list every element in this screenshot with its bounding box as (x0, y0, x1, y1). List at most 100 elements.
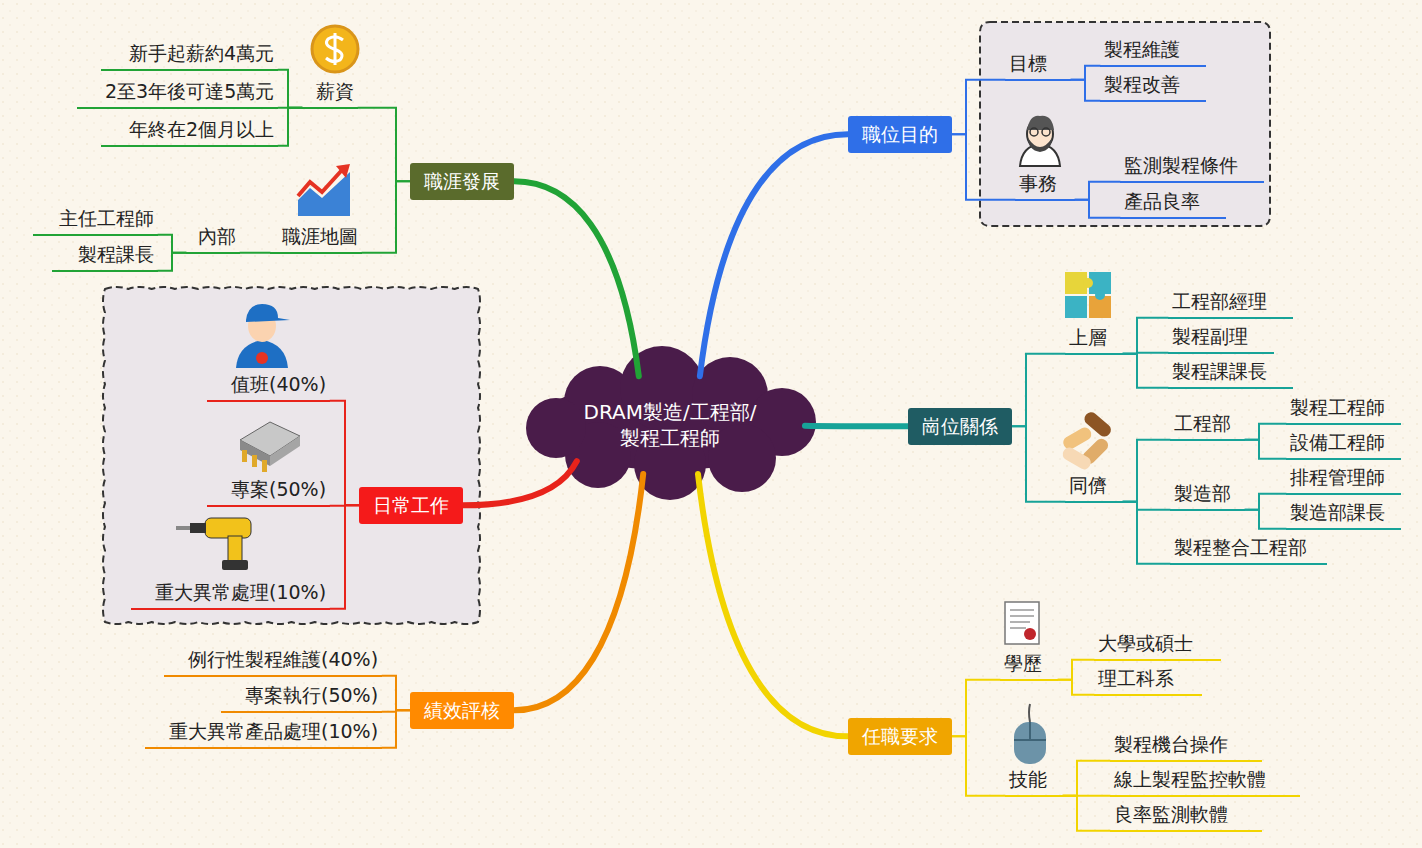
node-text: 大學或碩士 (1098, 632, 1193, 654)
topic-item: 監測製程條件 (1120, 152, 1264, 183)
node-text: 薪資 (316, 80, 354, 102)
node-text: 良率監測軟體 (1114, 803, 1228, 825)
branch-line (1058, 680, 1094, 695)
branch-line (1075, 200, 1120, 218)
node-text: 專案(50%) (231, 478, 326, 500)
node-text: 重大異常產品處理(10%) (169, 720, 378, 742)
group-outline (980, 22, 1270, 226)
branch-line (1123, 318, 1168, 354)
branch-line (158, 253, 186, 271)
branch-line (1123, 502, 1170, 510)
topic-item: 製程課長 (52, 241, 158, 272)
topic-item: 技能 (1005, 766, 1063, 797)
main-branch (514, 181, 639, 376)
main-branch (805, 423, 908, 430)
branch-line (358, 108, 410, 182)
branch-line (278, 108, 302, 146)
branch-line (330, 401, 359, 506)
node-text: 製造部課長 (1290, 501, 1385, 523)
node-text: 例行性製程維護(40%) (188, 648, 378, 670)
node-text: 重大異常處理(10%) (155, 581, 326, 603)
node-text: DRAM製造/工程部/ 製程工程師 (584, 400, 757, 450)
branch-line (952, 134, 1015, 199)
topic-item: 主任工程師 (33, 205, 158, 236)
branch-line (1245, 440, 1286, 459)
node-text: 理工科系 (1098, 667, 1174, 689)
node-text: 製程課課長 (1172, 360, 1267, 382)
chart-icon (298, 164, 350, 216)
branch-box: 日常工作 (359, 487, 463, 524)
person-icon (1020, 116, 1060, 166)
topic-item: 職涯地圖 (270, 223, 362, 254)
branch-line (1245, 424, 1286, 440)
node-text: 新手起薪約4萬元 (129, 42, 274, 64)
topic-item: 產品良率 (1120, 188, 1226, 219)
branch-line (1012, 354, 1065, 427)
topic-item: 年終在2個月以上 (101, 116, 278, 147)
main-branch (698, 474, 848, 736)
topic-item: 理工科系 (1094, 665, 1202, 696)
topic-item: 工程部 (1170, 410, 1245, 441)
topic-item: 製程副理 (1168, 323, 1274, 354)
topic-item: 事務 (1015, 170, 1075, 201)
node-text: 學歷 (1004, 652, 1042, 674)
topic-item: 目標 (1005, 50, 1071, 81)
branch-box: 職涯發展 (410, 163, 514, 200)
branch-line (1071, 66, 1100, 80)
topic-item: 學歷 (1000, 650, 1058, 681)
node-text: 製程機台操作 (1114, 733, 1228, 755)
chip-icon (240, 422, 300, 472)
coin-icon (312, 26, 358, 72)
branch-line (158, 235, 186, 253)
node-text: 工程部 (1174, 412, 1231, 434)
topic-item: 製程工程師 (1286, 394, 1401, 425)
branch-line (1123, 440, 1170, 502)
branch-line (1123, 354, 1168, 388)
branch-line (1071, 80, 1100, 101)
topic-item: 重大異常處理(10%) (131, 579, 330, 610)
topic-item: 同儕 (1065, 472, 1123, 503)
topic-item: 製程課課長 (1168, 358, 1293, 389)
node-text: 製程改善 (1104, 73, 1180, 95)
branch-line (1012, 426, 1065, 501)
topic-item: 製造部 (1170, 480, 1245, 511)
topic-item: 專案執行(50%) (221, 682, 382, 713)
branch-line (952, 736, 1005, 795)
topic-item: 專案(50%) (207, 476, 330, 507)
node-text: 事務 (1019, 172, 1057, 194)
node-text: 專案執行(50%) (245, 684, 378, 706)
node-text: 年終在2個月以上 (129, 118, 274, 140)
node-text: 上層 (1069, 326, 1107, 348)
branch-line (952, 80, 1005, 135)
node-text: 製程工程師 (1290, 396, 1385, 418)
node-text: 值班(40%) (231, 373, 326, 395)
topic-item: 製程維護 (1100, 36, 1206, 67)
certificate-icon (1005, 602, 1039, 644)
node-text: 產品良率 (1124, 190, 1200, 212)
topic-item: 工程部經理 (1168, 288, 1293, 319)
topic-item: 例行性製程維護(40%) (164, 646, 382, 677)
worker-icon (236, 304, 290, 368)
branch-line (362, 181, 410, 252)
topic-item: 內部 (186, 223, 240, 254)
branch-line (1063, 761, 1110, 796)
topic-item: 良率監測軟體 (1110, 801, 1262, 832)
node-text: 職涯發展 (424, 170, 500, 192)
node-text: 製造部 (1174, 482, 1231, 504)
node-text: 監測製程條件 (1124, 154, 1238, 176)
main-branch (463, 461, 577, 505)
node-text: 職涯地圖 (282, 225, 358, 247)
branch-line (1058, 660, 1094, 680)
branch-line (240, 252, 270, 254)
node-text: 排程管理師 (1290, 466, 1385, 488)
topic-item: 製程改善 (1100, 71, 1206, 102)
branch-box: 崗位關係 (908, 408, 1012, 445)
branch-box: 任職要求 (848, 718, 952, 755)
topic-item: 製造部課長 (1286, 499, 1401, 530)
branch-line (952, 680, 1000, 737)
topic-item: 2至3年後可達5萬元 (77, 78, 278, 109)
branch-line (1075, 182, 1120, 200)
node-text: 日常工作 (373, 494, 449, 516)
main-branch (700, 134, 848, 376)
